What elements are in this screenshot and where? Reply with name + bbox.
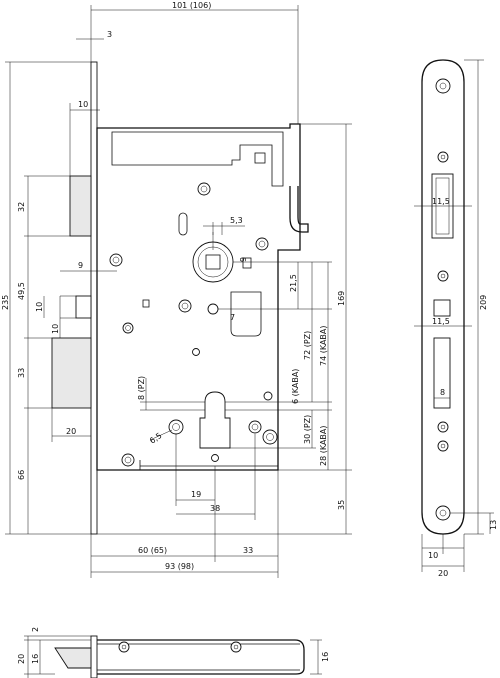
lock-body-front-view bbox=[51, 61, 309, 535]
follower-hub bbox=[192, 232, 234, 283]
deadbolt bbox=[51, 337, 92, 409]
faceplate-screw-5 bbox=[437, 440, 449, 452]
dimension-lines bbox=[5, 5, 352, 578]
slot-upper bbox=[178, 212, 188, 236]
cylinder-bottom-pin bbox=[211, 454, 219, 462]
dim-7: 7 bbox=[230, 313, 235, 322]
dim-top-width: 101 (106) bbox=[172, 1, 211, 10]
dim-33-left: 33 bbox=[17, 368, 26, 378]
dim-20-plate: 20 bbox=[438, 569, 448, 578]
dim-32: 32 bbox=[17, 202, 26, 212]
section-faceplate bbox=[90, 635, 98, 678]
deadbolt-opening bbox=[433, 337, 451, 409]
dim-9-small: 9 bbox=[239, 257, 248, 262]
lever-cutout bbox=[230, 291, 262, 337]
dim-8-pz: 8 (PZ) bbox=[137, 376, 146, 400]
dim-49-5: 49,5 bbox=[17, 282, 26, 300]
auxiliary-bolt bbox=[75, 295, 92, 319]
dim-21-5: 21,5 bbox=[289, 274, 298, 292]
hook-lever bbox=[289, 186, 309, 233]
dim-35: 35 bbox=[337, 500, 346, 510]
dim-60-65: 60 (65) bbox=[138, 546, 167, 555]
screw-right-upper bbox=[255, 237, 269, 251]
dim-5-3: 5,3 bbox=[230, 216, 243, 225]
aux-bolt-opening bbox=[433, 299, 451, 317]
dim-11-5-b: 11,5 bbox=[432, 317, 450, 326]
dim-9: 9 bbox=[78, 261, 83, 270]
screw-cylinder-right bbox=[248, 420, 262, 434]
faceplate-screw-top bbox=[435, 78, 451, 94]
dim-6-5: 6,5 bbox=[148, 431, 164, 446]
dim-10-a: 10 bbox=[35, 302, 44, 312]
screw-small-mid bbox=[192, 348, 200, 356]
case-inner-notch bbox=[111, 131, 284, 187]
dim-16-side: 16 bbox=[31, 654, 40, 664]
screw-right-small bbox=[263, 391, 273, 401]
lock-case-outline bbox=[96, 123, 301, 471]
dim-10-b: 10 bbox=[51, 324, 60, 334]
faceplate-strip bbox=[90, 61, 98, 535]
dim-209: 209 bbox=[479, 295, 488, 310]
section-screw-1 bbox=[118, 641, 130, 653]
dim-6-kaba: 6 (KABA) bbox=[291, 369, 300, 404]
faceplate-screw-2 bbox=[437, 151, 449, 163]
cylinder-profile bbox=[199, 391, 231, 449]
dimension-labels: 101 (106) 3 10 32 235 49,5 9 10 10 33 20… bbox=[1, 1, 346, 571]
screw-left-upper bbox=[109, 253, 123, 267]
screw-middle bbox=[178, 299, 192, 313]
dim-19: 19 bbox=[191, 490, 201, 499]
section-screw-2 bbox=[230, 641, 242, 653]
faceplate-screw-3 bbox=[437, 270, 449, 282]
dim-72-pz: 72 (PZ) bbox=[303, 331, 312, 360]
small-square bbox=[254, 152, 266, 164]
dim-2-side: 2 bbox=[31, 627, 40, 632]
latch-bolt bbox=[69, 175, 92, 237]
dim-10-top: 10 bbox=[78, 100, 88, 109]
dim-28-kaba: 28 (KABA) bbox=[319, 425, 328, 466]
section-case bbox=[97, 639, 305, 675]
dim-13: 13 bbox=[489, 520, 498, 530]
dim-16-right: 16 bbox=[321, 652, 330, 662]
dim-74-kaba: 74 (KABA) bbox=[319, 325, 328, 366]
dim-11-5-a: 11,5 bbox=[432, 197, 450, 206]
dim-66: 66 bbox=[17, 470, 26, 480]
dim-20-side: 20 bbox=[17, 654, 26, 664]
section-view: 2 20 16 16 bbox=[17, 627, 330, 678]
screw-bottom-left bbox=[121, 453, 135, 467]
dim-33-bottom: 33 bbox=[243, 546, 253, 555]
section-latch bbox=[54, 647, 92, 669]
screw-cylinder-left bbox=[168, 419, 184, 435]
faceplate-view: 11,5 11,5 8 209 13 10 20 bbox=[414, 59, 498, 578]
dim-10-plate: 10 bbox=[428, 551, 438, 560]
faceplate-screw-4 bbox=[437, 421, 449, 433]
dim-235: 235 bbox=[1, 295, 10, 310]
screw-left-lower bbox=[122, 322, 134, 334]
spindle-pin bbox=[207, 303, 219, 315]
dim-3: 3 bbox=[107, 30, 112, 39]
dim-8-plate: 8 bbox=[440, 388, 445, 397]
dim-30-pz: 30 (PZ) bbox=[303, 415, 312, 444]
screw-bottom-right bbox=[262, 429, 278, 445]
faceplate-outline bbox=[421, 59, 465, 535]
dim-93-98: 93 (98) bbox=[165, 562, 194, 571]
dim-38: 38 bbox=[210, 504, 220, 513]
small-rect-1 bbox=[242, 257, 252, 269]
screw-top bbox=[197, 182, 211, 196]
dim-169: 169 bbox=[337, 291, 346, 306]
faceplate-screw-bottom bbox=[435, 505, 451, 521]
small-rect-2 bbox=[142, 299, 150, 308]
dim-20-left: 20 bbox=[66, 427, 76, 436]
